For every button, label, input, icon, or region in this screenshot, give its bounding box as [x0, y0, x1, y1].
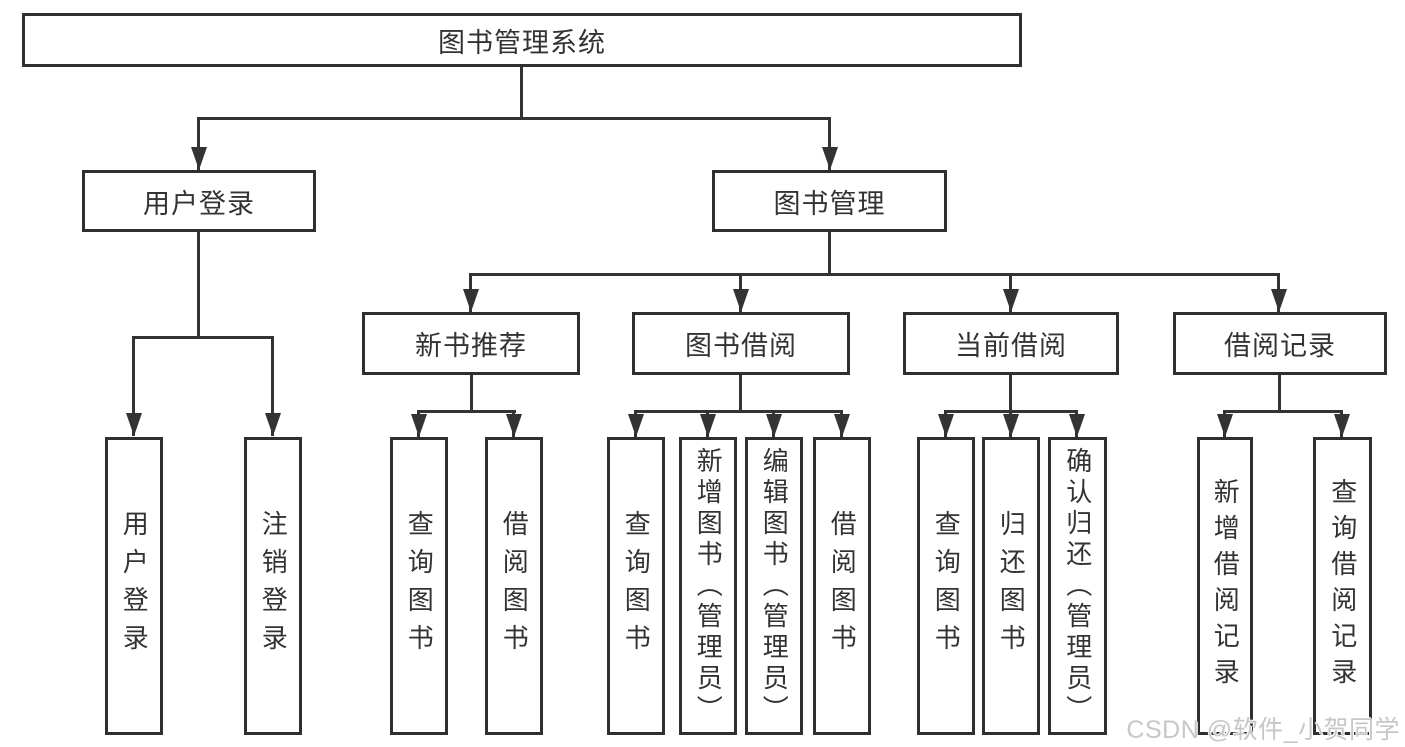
connector-book-management-stem [828, 232, 831, 273]
leaf-br-query-record: 查询借阅记录 [1313, 437, 1372, 735]
node-user-login-label: 用户登录 [143, 188, 255, 219]
leaf-bb-query-books-label: 查询图书 [621, 510, 652, 662]
connector-root-stem [520, 67, 523, 117]
leaf-nb-borrow-books-label: 借阅图书 [499, 510, 530, 662]
connector-user-login-rail [133, 336, 274, 339]
connector-arrow-bb-add [706, 410, 709, 437]
node-root-label: 图书管理系统 [438, 27, 606, 58]
leaf-bb-borrow-books: 借阅图书 [813, 437, 871, 735]
leaf-bb-edit-book-admin: 编辑图书（管理员） [745, 437, 803, 735]
connector-arrow-new-book-recommend [469, 273, 472, 312]
leaf-bb-add-book-admin-label: 新增图书（管理员） [693, 446, 724, 726]
connector-arrow-user-login [197, 117, 200, 170]
connector-arrow-bb-query [634, 410, 637, 437]
connector-borrow-records-rail [1223, 410, 1343, 413]
connector-new-book-stem [470, 375, 473, 410]
connector-arrow-borrow-records [1277, 273, 1280, 312]
connector-new-book-rail [418, 410, 516, 413]
connector-arrow-br-query [1340, 410, 1343, 437]
connector-arrow-br-add [1223, 410, 1226, 437]
connector-user-login-stem [197, 232, 200, 336]
node-current-borrow: 当前借阅 [903, 312, 1119, 375]
leaf-cb-confirm-return-admin-label: 确认归还（管理员） [1062, 446, 1093, 726]
connector-book-management-rail [470, 273, 1280, 276]
connector-borrow-records-stem [1278, 375, 1281, 410]
node-borrow-records-label: 借阅记录 [1224, 331, 1336, 361]
node-root-library-system: 图书管理系统 [22, 13, 1022, 67]
connector-book-borrow-rail [634, 410, 842, 413]
node-book-borrow: 图书借阅 [632, 312, 850, 375]
leaf-user-login: 用户登录 [105, 437, 163, 735]
node-borrow-records: 借阅记录 [1173, 312, 1387, 375]
leaf-br-add-record: 新增借阅记录 [1197, 437, 1253, 735]
leaf-bb-query-books: 查询图书 [607, 437, 665, 735]
connector-arrow-book-management [828, 117, 831, 170]
node-book-management: 图书管理 [712, 170, 947, 232]
node-new-book-recommend: 新书推荐 [362, 312, 580, 375]
leaf-cb-query-books: 查询图书 [917, 437, 975, 735]
connector-current-borrow-stem [1009, 375, 1012, 410]
leaf-bb-borrow-books-label: 借阅图书 [827, 510, 858, 662]
connector-arrow-cb-query [944, 410, 947, 437]
connector-arrow-bb-edit [772, 410, 775, 437]
connector-arrow-leaf-user-login [132, 336, 135, 436]
leaf-logout-label: 注销登录 [258, 510, 289, 662]
leaf-br-add-record-label: 新增借阅记录 [1210, 478, 1241, 694]
node-book-borrow-label: 图书借阅 [685, 331, 797, 361]
leaf-user-login-label: 用户登录 [119, 510, 150, 662]
connector-arrow-cb-confirm [1075, 410, 1078, 437]
leaf-nb-query-books-label: 查询图书 [404, 510, 435, 662]
leaf-br-query-record-label: 查询借阅记录 [1327, 478, 1358, 694]
leaf-nb-query-books: 查询图书 [390, 437, 448, 735]
csdn-watermark: CSDN @软件_小贺同学 [1126, 716, 1400, 744]
leaf-cb-return-books-label: 归还图书 [996, 510, 1027, 662]
leaf-bb-add-book-admin: 新增图书（管理员） [679, 437, 737, 735]
connector-arrow-cb-return [1009, 410, 1012, 437]
connector-arrow-bb-borrow [840, 410, 843, 437]
node-new-book-recommend-label: 新书推荐 [415, 331, 527, 361]
node-user-login: 用户登录 [82, 170, 316, 232]
leaf-logout: 注销登录 [244, 437, 302, 735]
leaf-cb-confirm-return-admin: 确认归还（管理员） [1048, 437, 1107, 735]
node-current-borrow-label: 当前借阅 [955, 331, 1067, 361]
connector-arrow-book-borrow [739, 273, 742, 312]
connector-arrow-current-borrow [1009, 273, 1012, 312]
leaf-nb-borrow-books: 借阅图书 [485, 437, 543, 735]
leaf-cb-query-books-label: 查询图书 [931, 510, 962, 662]
leaf-bb-edit-book-admin-label: 编辑图书（管理员） [759, 446, 790, 726]
leaf-cb-return-books: 归还图书 [982, 437, 1040, 735]
connector-arrow-leaf-logout [271, 336, 274, 436]
connector-root-rail [198, 117, 831, 120]
node-book-management-label: 图书管理 [773, 188, 886, 219]
connector-book-borrow-stem [739, 375, 742, 410]
connector-arrow-nb-borrow [512, 410, 515, 437]
connector-arrow-nb-query [417, 410, 420, 437]
